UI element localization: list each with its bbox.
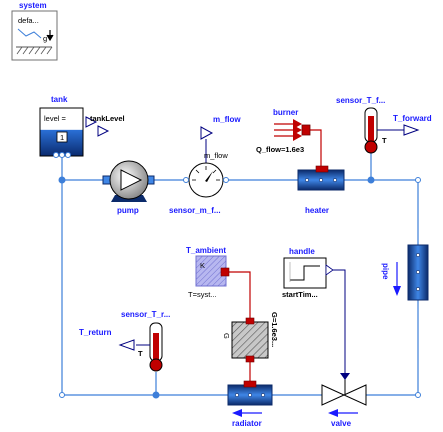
pump-component[interactable]: pump <box>102 160 155 215</box>
sensor-return[interactable]: sensor_T_r... T T_return <box>79 310 170 372</box>
wind-curve-icon <box>17 28 42 39</box>
burner-component[interactable]: burner Q_flow=1.6e3 <box>256 108 311 154</box>
valve-left-triangle-icon <box>321 384 346 406</box>
pump-label: pump <box>117 206 139 215</box>
conductor-inner-label: G <box>222 333 231 339</box>
conductor-side-label: G=1.6e3... <box>270 312 279 347</box>
gauge-ticks-icon <box>192 166 220 181</box>
valve-flow-arrow-icon <box>328 409 338 417</box>
pump-triangle-icon <box>120 169 143 191</box>
gauge-needle-icon <box>205 171 213 182</box>
tank-level-output-label: tankLevel <box>90 114 125 123</box>
sensor-forward-title: sensor_T_f... <box>336 96 385 105</box>
burner-value-label: Q_flow=1.6e3 <box>256 145 304 154</box>
conductor-component[interactable]: G=1.6e3... G <box>222 312 279 363</box>
tank-port-value: 1 <box>60 133 64 142</box>
burner-heat-port[interactable] <box>301 124 311 136</box>
ambient-heat-port[interactable] <box>220 267 230 277</box>
sensor-forward[interactable]: sensor_T_f... T T_forward <box>336 96 432 154</box>
handle-title: handle <box>289 247 315 256</box>
heater-label: heater <box>305 206 329 215</box>
ambient-title: T_ambient <box>186 246 226 255</box>
mass-flow-output-port[interactable] <box>200 126 214 140</box>
burner-arrows-icon <box>274 123 296 137</box>
system-block[interactable]: system defa... g <box>11 1 58 61</box>
sensor-forward-output-label: T_forward <box>393 114 432 123</box>
tank-level-output-arrow <box>97 125 110 137</box>
sensor-return-output-port[interactable] <box>118 339 135 351</box>
heater-component[interactable]: heater <box>297 165 345 215</box>
sensor-forward-output-port[interactable] <box>403 124 420 136</box>
gravity-arrow-icon <box>46 30 54 42</box>
valve-right-triangle-icon <box>342 384 367 406</box>
sensor-return-t-label: T <box>138 349 143 358</box>
handle-output-port[interactable] <box>325 264 334 276</box>
fluid-connections <box>61 150 419 396</box>
mass-flow-sensor[interactable]: m_flow m_flow sensor_m_f... <box>169 115 241 215</box>
tank-ports[interactable] <box>53 152 71 158</box>
valve-control-input[interactable] <box>340 373 350 380</box>
sensor-return-output-label: T_return <box>79 328 112 337</box>
valve-component[interactable]: valve <box>321 373 367 428</box>
radiator-label: radiator <box>232 419 262 428</box>
fluid-ports <box>59 177 421 398</box>
sensor-forward-t-label: T <box>382 136 387 145</box>
handle-value-label: startTim... <box>282 290 318 299</box>
ambient-k-label: K <box>200 261 205 270</box>
radiator-component[interactable]: radiator <box>227 380 273 428</box>
tank-component[interactable]: tank level = 1 tankLevel <box>39 95 125 158</box>
tank-port-box <box>56 131 68 143</box>
pipe-label: pipe <box>381 263 390 280</box>
system-title: system <box>19 1 47 10</box>
burner-title: burner <box>273 108 298 117</box>
mass-flow-inner-label: m_flow <box>204 151 228 160</box>
tank-level-text: level = <box>44 114 67 123</box>
tank-level-output-port[interactable] <box>85 116 98 128</box>
valve-label: valve <box>331 419 352 428</box>
ambient-value-label: T=syst... <box>188 290 217 299</box>
junction-dots <box>58 176 375 399</box>
pipe-component[interactable]: pipe <box>381 244 429 301</box>
step-signal-icon <box>290 265 320 281</box>
signal-connections <box>136 129 404 373</box>
mass-flow-top-label: m_flow <box>213 115 241 124</box>
system-default-text: defa... <box>18 16 39 25</box>
mass-flow-bottom-label: sensor_m_f... <box>169 206 221 215</box>
gravity-g-label: g <box>43 34 47 43</box>
ground-hatch-icon <box>16 46 53 55</box>
ambient-component[interactable]: T_ambient K T=syst... <box>186 246 230 299</box>
tank-title: tank <box>51 95 68 104</box>
sensor-return-title: sensor_T_r... <box>121 310 170 319</box>
pipe-flow-arrow-icon <box>393 286 401 296</box>
radiator-flow-arrow-icon <box>232 409 242 417</box>
conductor-block <box>231 321 269 359</box>
handle-component[interactable]: handle startTim... <box>282 247 334 299</box>
